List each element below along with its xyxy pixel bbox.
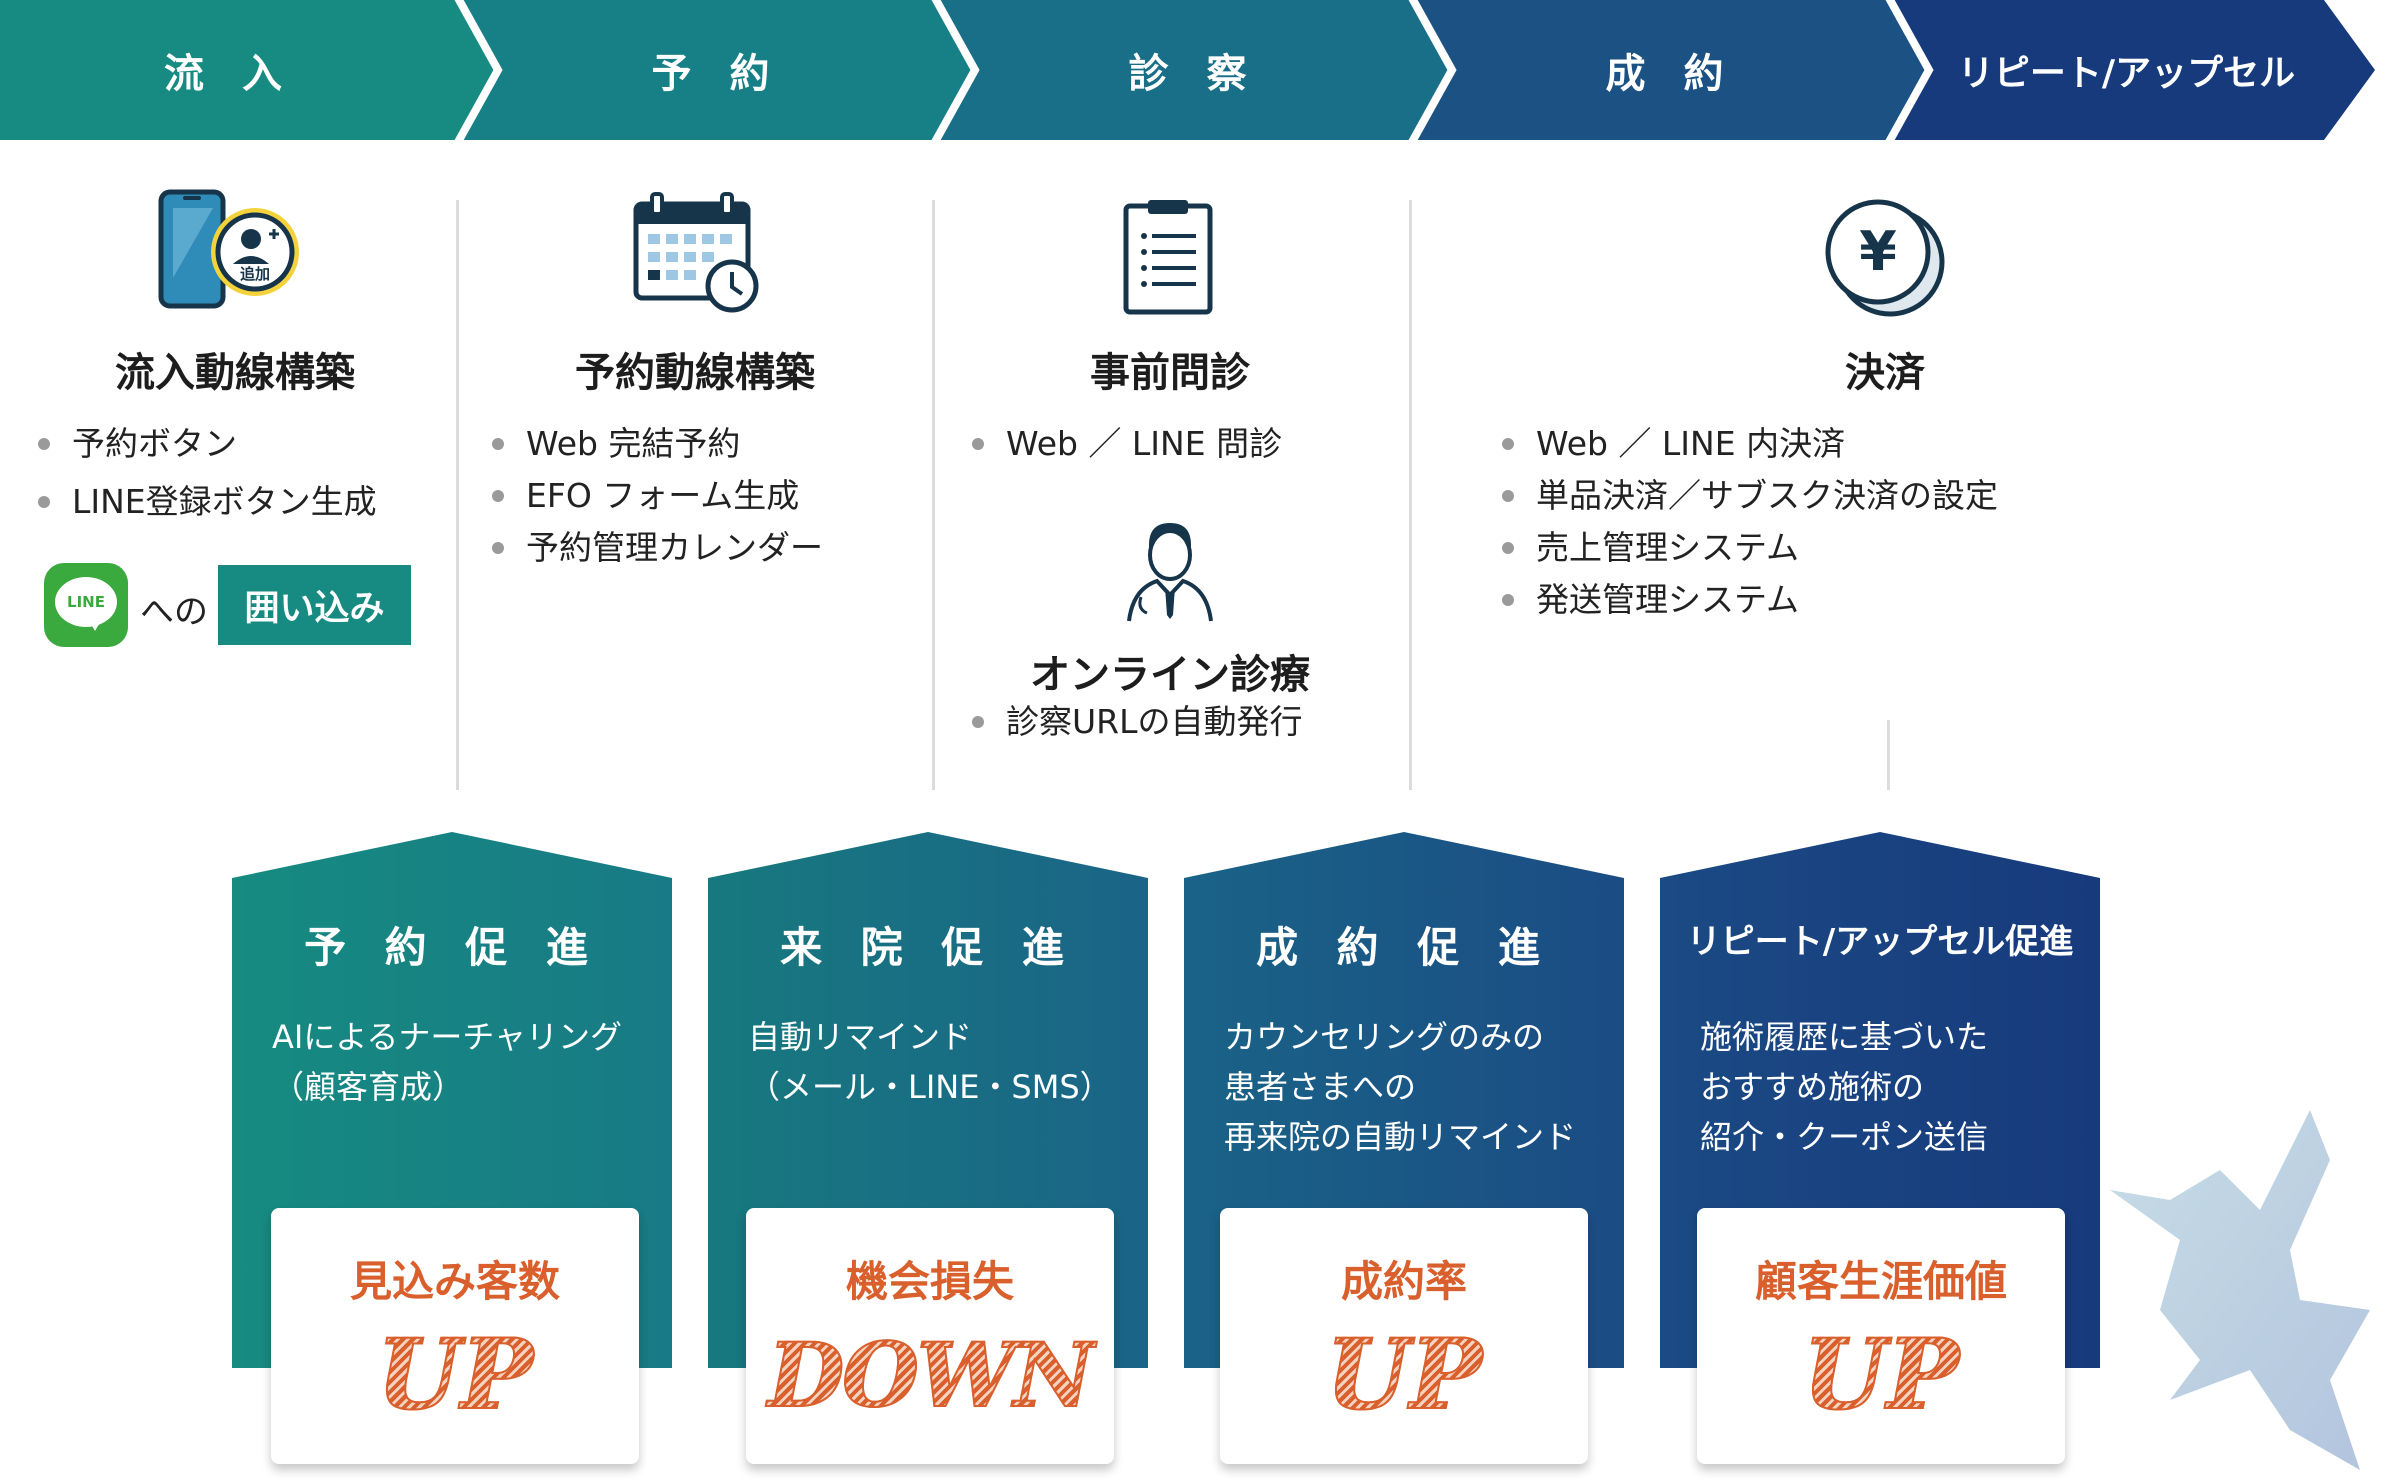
house-desc-line: AIによるナーチャリング xyxy=(272,1018,623,1056)
flow-step-repeat: リピート/アップセル xyxy=(1889,0,2389,140)
clipboard-icon xyxy=(1118,198,1218,318)
exam-title: 事前問診 xyxy=(1090,350,1250,396)
card-label: 顧客生涯価値 xyxy=(1754,1257,2007,1306)
online-exam-title: オンライン診療 xyxy=(1030,652,1310,698)
contract-bullet-list: Web ／ LINE 内決済 単品決済／サブスク決済の設定 売上管理システム 発… xyxy=(1500,418,1998,626)
result-card-prospects: 見込み客数 UP xyxy=(271,1208,639,1464)
house-desc: 自動リマインド （メール・LINE・SMS） xyxy=(748,1012,1128,1112)
reserve-title: 予約動線構築 xyxy=(575,350,815,396)
result-card-ltv: 顧客生涯価値 UP xyxy=(1697,1208,2065,1464)
flow-separators xyxy=(454,0,1934,140)
card-big-text: DOWN xyxy=(746,1320,1114,1430)
house-desc: カウンセリングのみの 患者さまへの 再来院の自動リマインド xyxy=(1224,1012,1604,1162)
house-title: 予 約 促 進 xyxy=(304,923,600,972)
house-desc: 施術履歴に基づいた おすすめ施術の 紹介・クーポン送信 xyxy=(1700,1012,2080,1162)
card-label: 見込み客数 xyxy=(349,1257,560,1306)
svg-text:¥: ¥ xyxy=(1859,220,1897,283)
column-divider xyxy=(1409,200,1412,790)
house-desc-line: 自動リマインド xyxy=(748,1018,973,1056)
card-big-text: UP xyxy=(271,1319,639,1431)
house-desc-line: 再来院の自動リマインド xyxy=(1224,1118,1577,1156)
line-logo-icon: LINE xyxy=(44,563,128,647)
house-desc-line: 施術履歴に基づいた xyxy=(1700,1018,1989,1056)
calendar-clock-icon xyxy=(630,190,762,314)
house-desc-line: （メール・LINE・SMS） xyxy=(748,1068,1112,1106)
flow-step-exam: 診 察 xyxy=(935,0,1475,140)
card-label: 成約率 xyxy=(1340,1257,1467,1306)
house-desc-line: （顧客育成） xyxy=(272,1068,465,1106)
list-item: 売上管理システム xyxy=(1500,522,1998,574)
list-item: 発送管理システム xyxy=(1500,574,1998,626)
list-item: 単品決済／サブスク決済の設定 xyxy=(1500,470,1998,522)
exam-bullet-list: Web ／ LINE 問診 xyxy=(970,418,1282,470)
yen-coin-icon: ¥ xyxy=(1822,196,1946,320)
house-desc-line: 患者さまへの xyxy=(1224,1068,1417,1106)
result-card-contract-rate: 成約率 UP xyxy=(1220,1208,1588,1464)
bird-silhouette-icon xyxy=(2100,1100,2400,1476)
smartphone-add-user-icon: 追加 xyxy=(155,188,305,312)
inflow-title: 流入動線構築 xyxy=(115,350,355,396)
column-divider xyxy=(1887,720,1890,790)
flow-step-label: リピート/アップセル xyxy=(1957,53,2296,94)
flow-step-inflow: 流 入 xyxy=(0,0,500,140)
result-card-loss: 機会損失 DOWN xyxy=(746,1208,1114,1464)
list-item: Web ／ LINE 内決済 xyxy=(1500,418,1998,470)
process-flow: 流 入 予 約 診 察 成 約 リピート/アップセル xyxy=(0,0,2400,140)
card-big-text: UP xyxy=(1697,1319,2065,1431)
inflow-bullet-list: 予約ボタン LINE登録ボタン生成 xyxy=(36,418,377,528)
list-item: Web ／ LINE 問診 xyxy=(970,418,1282,470)
doctor-icon xyxy=(1115,515,1225,625)
flow-step-label: 成 約 xyxy=(1605,51,1736,97)
column-divider xyxy=(456,200,459,790)
flow-step-label: 予 約 xyxy=(651,51,782,97)
house-title: 来 院 促 進 xyxy=(780,923,1076,972)
list-item: EFO フォーム生成 xyxy=(490,470,823,522)
house-desc-line: おすすめ施術の xyxy=(1700,1068,1925,1106)
add-badge-text: 追加 xyxy=(240,265,270,283)
flow-step-label: 流 入 xyxy=(164,51,294,97)
house-desc-line: カウンセリングのみの xyxy=(1224,1018,1545,1056)
he-no-text: への xyxy=(140,592,208,632)
list-item: 予約管理カレンダー xyxy=(490,522,823,574)
list-item: 診察URLの自動発行 xyxy=(970,696,1302,748)
house-desc: AIによるナーチャリング （顧客育成） xyxy=(272,1012,652,1112)
house-title: リピート/アップセル促進 xyxy=(1686,922,2074,962)
flow-step-label: 診 察 xyxy=(1128,51,1259,97)
card-label: 機会損失 xyxy=(845,1257,1014,1306)
online-exam-bullet-list: 診察URLの自動発行 xyxy=(970,696,1302,748)
card-big-text: UP xyxy=(1220,1319,1588,1431)
kakoi-badge: 囲い込み xyxy=(218,565,411,645)
list-item: 予約ボタン xyxy=(36,418,377,470)
contract-title: 決済 xyxy=(1845,350,1925,396)
house-title: 成 約 促 進 xyxy=(1256,923,1552,972)
column-divider xyxy=(932,200,935,790)
house-desc-line: 紹介・クーポン送信 xyxy=(1700,1118,1989,1156)
flow-step-reserve: 予 約 xyxy=(458,0,998,140)
line-logo-text: LINE xyxy=(67,593,105,611)
list-item: Web 完結予約 xyxy=(490,418,823,470)
reserve-bullet-list: Web 完結予約 EFO フォーム生成 予約管理カレンダー xyxy=(490,418,823,574)
flow-step-contract: 成 約 xyxy=(1412,0,1952,140)
list-item: LINE登録ボタン生成 xyxy=(36,476,377,528)
